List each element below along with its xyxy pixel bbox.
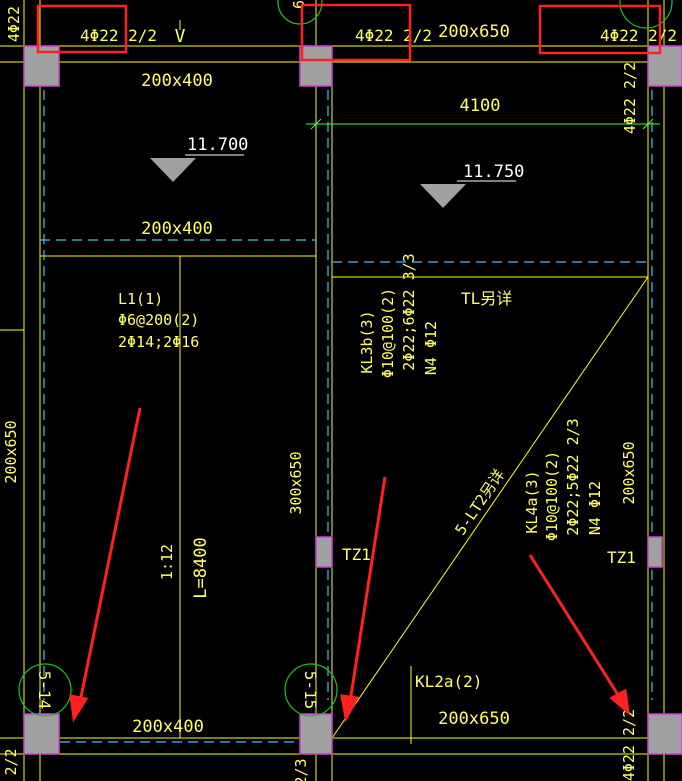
kl3b-beam-name: KL3b(3): [358, 310, 376, 373]
dimension-4100-label: 4100: [460, 96, 501, 116]
elevation-value-left: 11.700: [187, 135, 248, 155]
column-tz1-right: [647, 536, 663, 568]
beam-size-mid-left: 200x400: [141, 219, 213, 239]
l1-beam-bars: 2Φ14;2Φ16: [118, 333, 199, 351]
stair-diagonal-line: [331, 276, 649, 739]
center-vertical-beam-size: 300x650: [287, 451, 305, 514]
tz1-right-label: TZ1: [607, 548, 636, 567]
kl4a-beam-torsion: N4 Φ12: [586, 481, 604, 535]
kl4a-beam-bars: 2Φ22;5Φ22 2/3: [564, 418, 582, 535]
highlight-box-right: [538, 4, 662, 55]
grid-bubble-5-15: 5-15: [284, 663, 338, 717]
grid-bubble-5-14: 5-14: [18, 663, 72, 717]
arrow-right-head: [609, 688, 631, 716]
elevation-marker-left: 11.700: [150, 135, 248, 182]
elevation-triangle-left: [150, 158, 196, 182]
l1-beam-stirrup: Φ6@200(2): [118, 311, 199, 329]
grid-bubble-partial-top-center: [277, 0, 323, 25]
section-mark-v: V: [175, 26, 186, 47]
tz1-left-label: TZ1: [342, 545, 371, 564]
right-vertical-rebar-top: 4Φ22 2/2: [621, 62, 639, 134]
left-edge-bottom-rebar: 2/2: [2, 748, 20, 775]
tl-note: TL另详: [461, 289, 512, 308]
column-top-center: [299, 45, 333, 87]
grid-bubble-partial-top-right: [619, 0, 673, 29]
horizontal-beam-lines: [0, 45, 682, 755]
kl3b-beam-stirrup: Φ10@100(2): [379, 288, 397, 378]
grid-bubble-label: 5-14: [35, 671, 54, 710]
l1-beam-name: L1(1): [118, 290, 163, 308]
dashed-beam-lines: [40, 90, 653, 743]
kl3b-beam-bars: 2Φ22;6Φ22 3/3: [400, 253, 418, 370]
top-right-beam-size: 200x650: [438, 22, 510, 42]
highlight-label-1: 4Φ22 2/2: [80, 26, 157, 45]
annotation-arrows: [69, 407, 631, 723]
stair-length-label: L=8400: [191, 537, 211, 598]
arrow-center-shaft: [348, 476, 387, 703]
highlight-box-center: [300, 3, 412, 62]
column-bottom-right: [647, 713, 682, 755]
vertical-beam-lines: [23, 0, 665, 781]
dimension-tick-right: [642, 118, 654, 130]
highlight-box-left: [36, 4, 128, 54]
grid-bubble-circle: [18, 663, 72, 717]
elevation-triangle-right: [420, 184, 466, 208]
column-bottom-left: [23, 713, 60, 755]
arrow-center-head: [340, 694, 360, 723]
highlight-label-3: 4Φ22 2/2: [600, 26, 677, 45]
dimension-4100: [306, 118, 660, 130]
elevation-value-right: 11.750: [463, 162, 524, 182]
arrow-left-head: [69, 694, 89, 723]
kl2a-label: KL2a(2): [415, 672, 482, 691]
right-edge-bottom-rebar: 4Φ22 2/2: [620, 709, 638, 781]
right-vertical-beam-size: 200x650: [620, 441, 638, 504]
column-bottom-center: [299, 713, 333, 755]
grid-bubble-label: 5-15: [301, 671, 320, 710]
arrow-right-shaft: [528, 554, 622, 699]
grid-bubble-circle: [284, 663, 338, 717]
stair-slope-label: 1:12: [158, 544, 176, 580]
column-tz1-left: [315, 536, 333, 568]
beam-size-bottom-left: 200x400: [132, 717, 204, 737]
center-edge-bottom-mark: 2/3: [292, 758, 310, 781]
elevation-marker-right: 11.750: [420, 162, 524, 208]
beam-size-bottom-right: 200x650: [438, 709, 510, 729]
beam-size-top-left: 200x400: [141, 71, 213, 91]
highlight-label-2: 4Φ22 2/2: [355, 26, 432, 45]
dimension-tick-left: [310, 118, 322, 130]
kl4a-beam-stirrup: Φ10@100(2): [543, 451, 561, 541]
top-left-edge-rebar: 4Φ22: [5, 6, 23, 42]
highlight-boxes: [36, 3, 662, 62]
arrow-left-shaft: [78, 407, 142, 703]
left-vertical-beam-size: 200x650: [2, 420, 20, 483]
kl3b-beam-torsion: N4 Φ12: [422, 321, 440, 375]
top-center-edge-mark: 6: [290, 0, 308, 9]
kl4a-beam-name: KL4a(3): [523, 470, 541, 533]
